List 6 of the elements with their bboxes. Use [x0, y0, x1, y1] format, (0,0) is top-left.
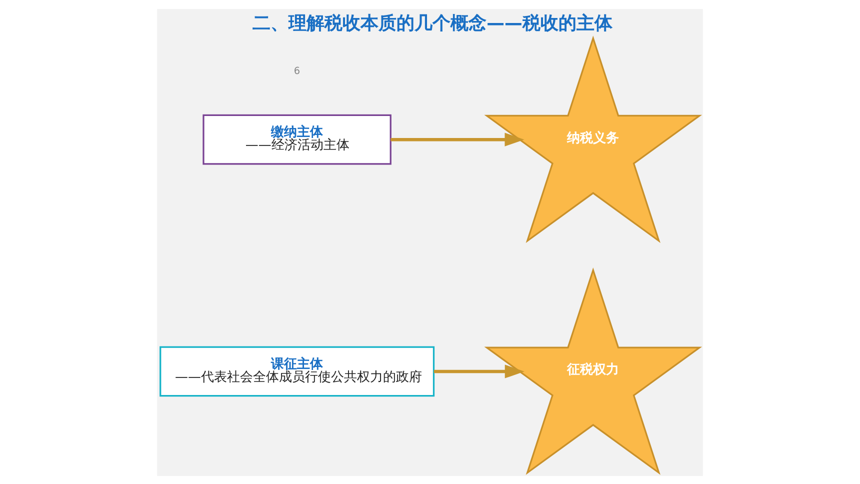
label: 6 [294, 65, 300, 76]
arrow [434, 364, 524, 378]
node-box: 缴纳主体 ——经济活动主体 [202, 114, 392, 164]
arrow [390, 132, 524, 146]
node-box: 课征主体 ——代表社会全体成员行使公共权力的政府 [160, 346, 435, 396]
diagram-title: 二、理解税收本质的几个概念——税收的主体 [252, 12, 612, 34]
